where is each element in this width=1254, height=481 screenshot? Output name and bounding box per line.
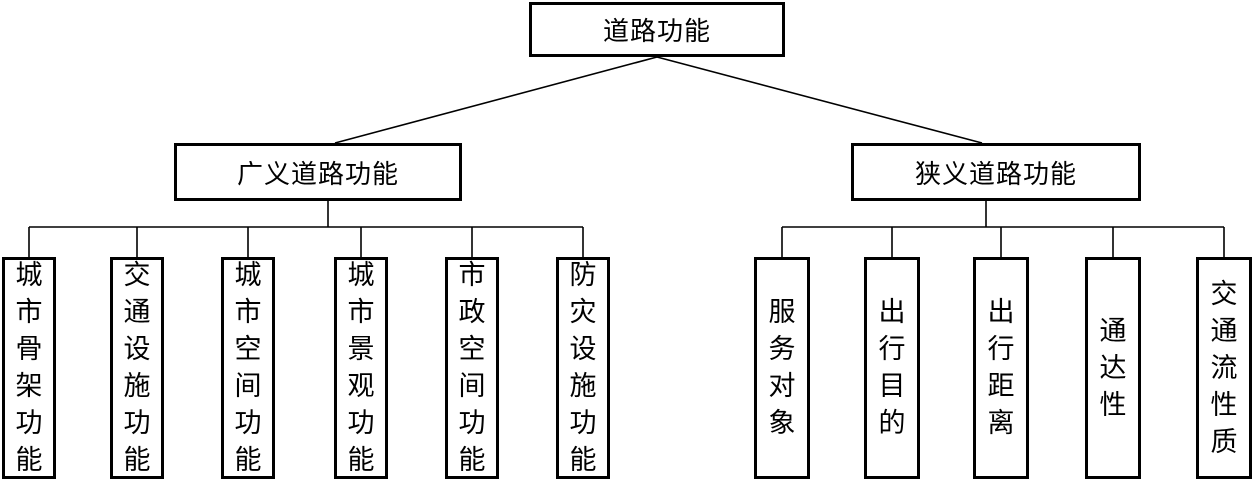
branch-node-narrow-label: 狭义道路功能 — [914, 159, 1077, 190]
leaf-label: 市政空间功能 — [458, 260, 486, 476]
leaf-label: 城市骨架功能 — [15, 260, 43, 476]
leaf-label: 城市空间功能 — [234, 260, 262, 476]
leaf-node-narrow-5: 交通流性质 — [1196, 257, 1252, 479]
root-node-label: 道路功能 — [602, 17, 711, 47]
root-node: 道路功能 — [529, 2, 785, 57]
leaf-label: 交通设施功能 — [123, 260, 151, 476]
connector-root-to-broad — [334, 56, 658, 144]
leaf-label: 防灾设施功能 — [569, 260, 597, 476]
branch-node-narrow: 狭义道路功能 — [851, 143, 1141, 201]
leaf-node-broad-2: 交通设施功能 — [110, 257, 164, 479]
leaf-node-broad-1: 城市骨架功能 — [2, 257, 56, 479]
leaf-label: 出行目的 — [878, 297, 906, 439]
leaf-node-narrow-2: 出行目的 — [864, 257, 920, 479]
leaf-node-broad-5: 市政空间功能 — [445, 257, 499, 479]
leaf-label: 服务对象 — [768, 297, 796, 439]
connector-root-to-narrow — [656, 56, 983, 144]
leaf-node-narrow-3: 出行距离 — [973, 257, 1029, 479]
leaf-label: 通达性 — [1099, 315, 1127, 421]
leaf-label: 出行距离 — [987, 297, 1015, 439]
branch-node-broad: 广义道路功能 — [174, 143, 462, 201]
leaf-node-narrow-1: 服务对象 — [754, 257, 810, 479]
leaf-node-broad-4: 城市景观功能 — [334, 257, 388, 479]
leaf-node-broad-3: 城市空间功能 — [221, 257, 275, 479]
leaf-label: 交通流性质 — [1210, 278, 1238, 458]
leaf-node-narrow-4: 通达性 — [1085, 257, 1141, 479]
branch-node-broad-label: 广义道路功能 — [236, 159, 399, 190]
leaf-node-broad-6: 防灾设施功能 — [556, 257, 610, 479]
leaf-label: 城市景观功能 — [347, 260, 375, 476]
